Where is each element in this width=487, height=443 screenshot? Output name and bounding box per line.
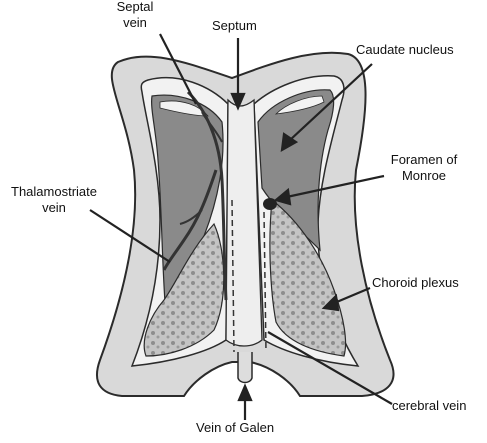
choroid-plexus-arrowhead	[321, 293, 340, 312]
right-caudate-nucleus	[257, 89, 335, 252]
left-horn-slit	[159, 100, 209, 117]
foramen-arrowhead	[273, 187, 292, 206]
foramen-of-monroe	[263, 198, 277, 210]
cerebral-vein-label: cerebral vein	[392, 398, 467, 413]
caudate-nucleus-arrowhead	[280, 132, 299, 153]
foramen-leader	[281, 174, 385, 200]
foramen-of-monroe-label: Foramen of Monroe	[376, 152, 472, 184]
choroid-plexus-label: Choroid plexus	[372, 275, 459, 290]
caudate-nucleus-label: Caudate nucleus	[356, 42, 454, 57]
septal-vein	[186, 90, 228, 301]
thalamostriate-label-line-1: Thalamostriate	[11, 184, 97, 199]
septal-vein-label: Septal vein	[100, 0, 170, 31]
foramen-label-line-2: Monroe	[401, 168, 447, 183]
leader-lines	[89, 33, 393, 420]
septal-vein-leader	[159, 33, 197, 105]
vein-of-galen-label: Vein of Galen	[196, 420, 275, 435]
septum-label: Septum	[212, 18, 257, 33]
thalamostriate-leader	[89, 209, 171, 263]
septal-vein-branch	[201, 111, 223, 143]
thalamostriate-vein-branch	[179, 209, 203, 225]
left-choroid-plexus	[143, 222, 225, 357]
septal-vein-label-line-2: vein	[123, 15, 147, 30]
thalamostriate-label-line-2: vein	[42, 200, 66, 215]
septal-vein-label-line-1: Septal	[116, 0, 154, 14]
foramen-label-line-1: Foramen of	[390, 152, 458, 167]
right-horn-slit	[274, 95, 325, 115]
cerebral-vein-leader	[267, 331, 393, 405]
internal-cerebral-vein-right	[263, 211, 267, 353]
choroid-plexus-leader	[331, 286, 371, 306]
thalamostriate-vein-label: Thalamostriate vein	[0, 184, 108, 216]
caudate-nucleus-leader	[289, 63, 373, 141]
vein-of-galen-arrowhead	[237, 383, 253, 402]
internal-cerebral-vein-left	[231, 199, 235, 353]
vein-of-galen	[237, 352, 253, 384]
septum-arrowhead	[230, 92, 246, 111]
right-choroid-plexus	[269, 198, 347, 357]
